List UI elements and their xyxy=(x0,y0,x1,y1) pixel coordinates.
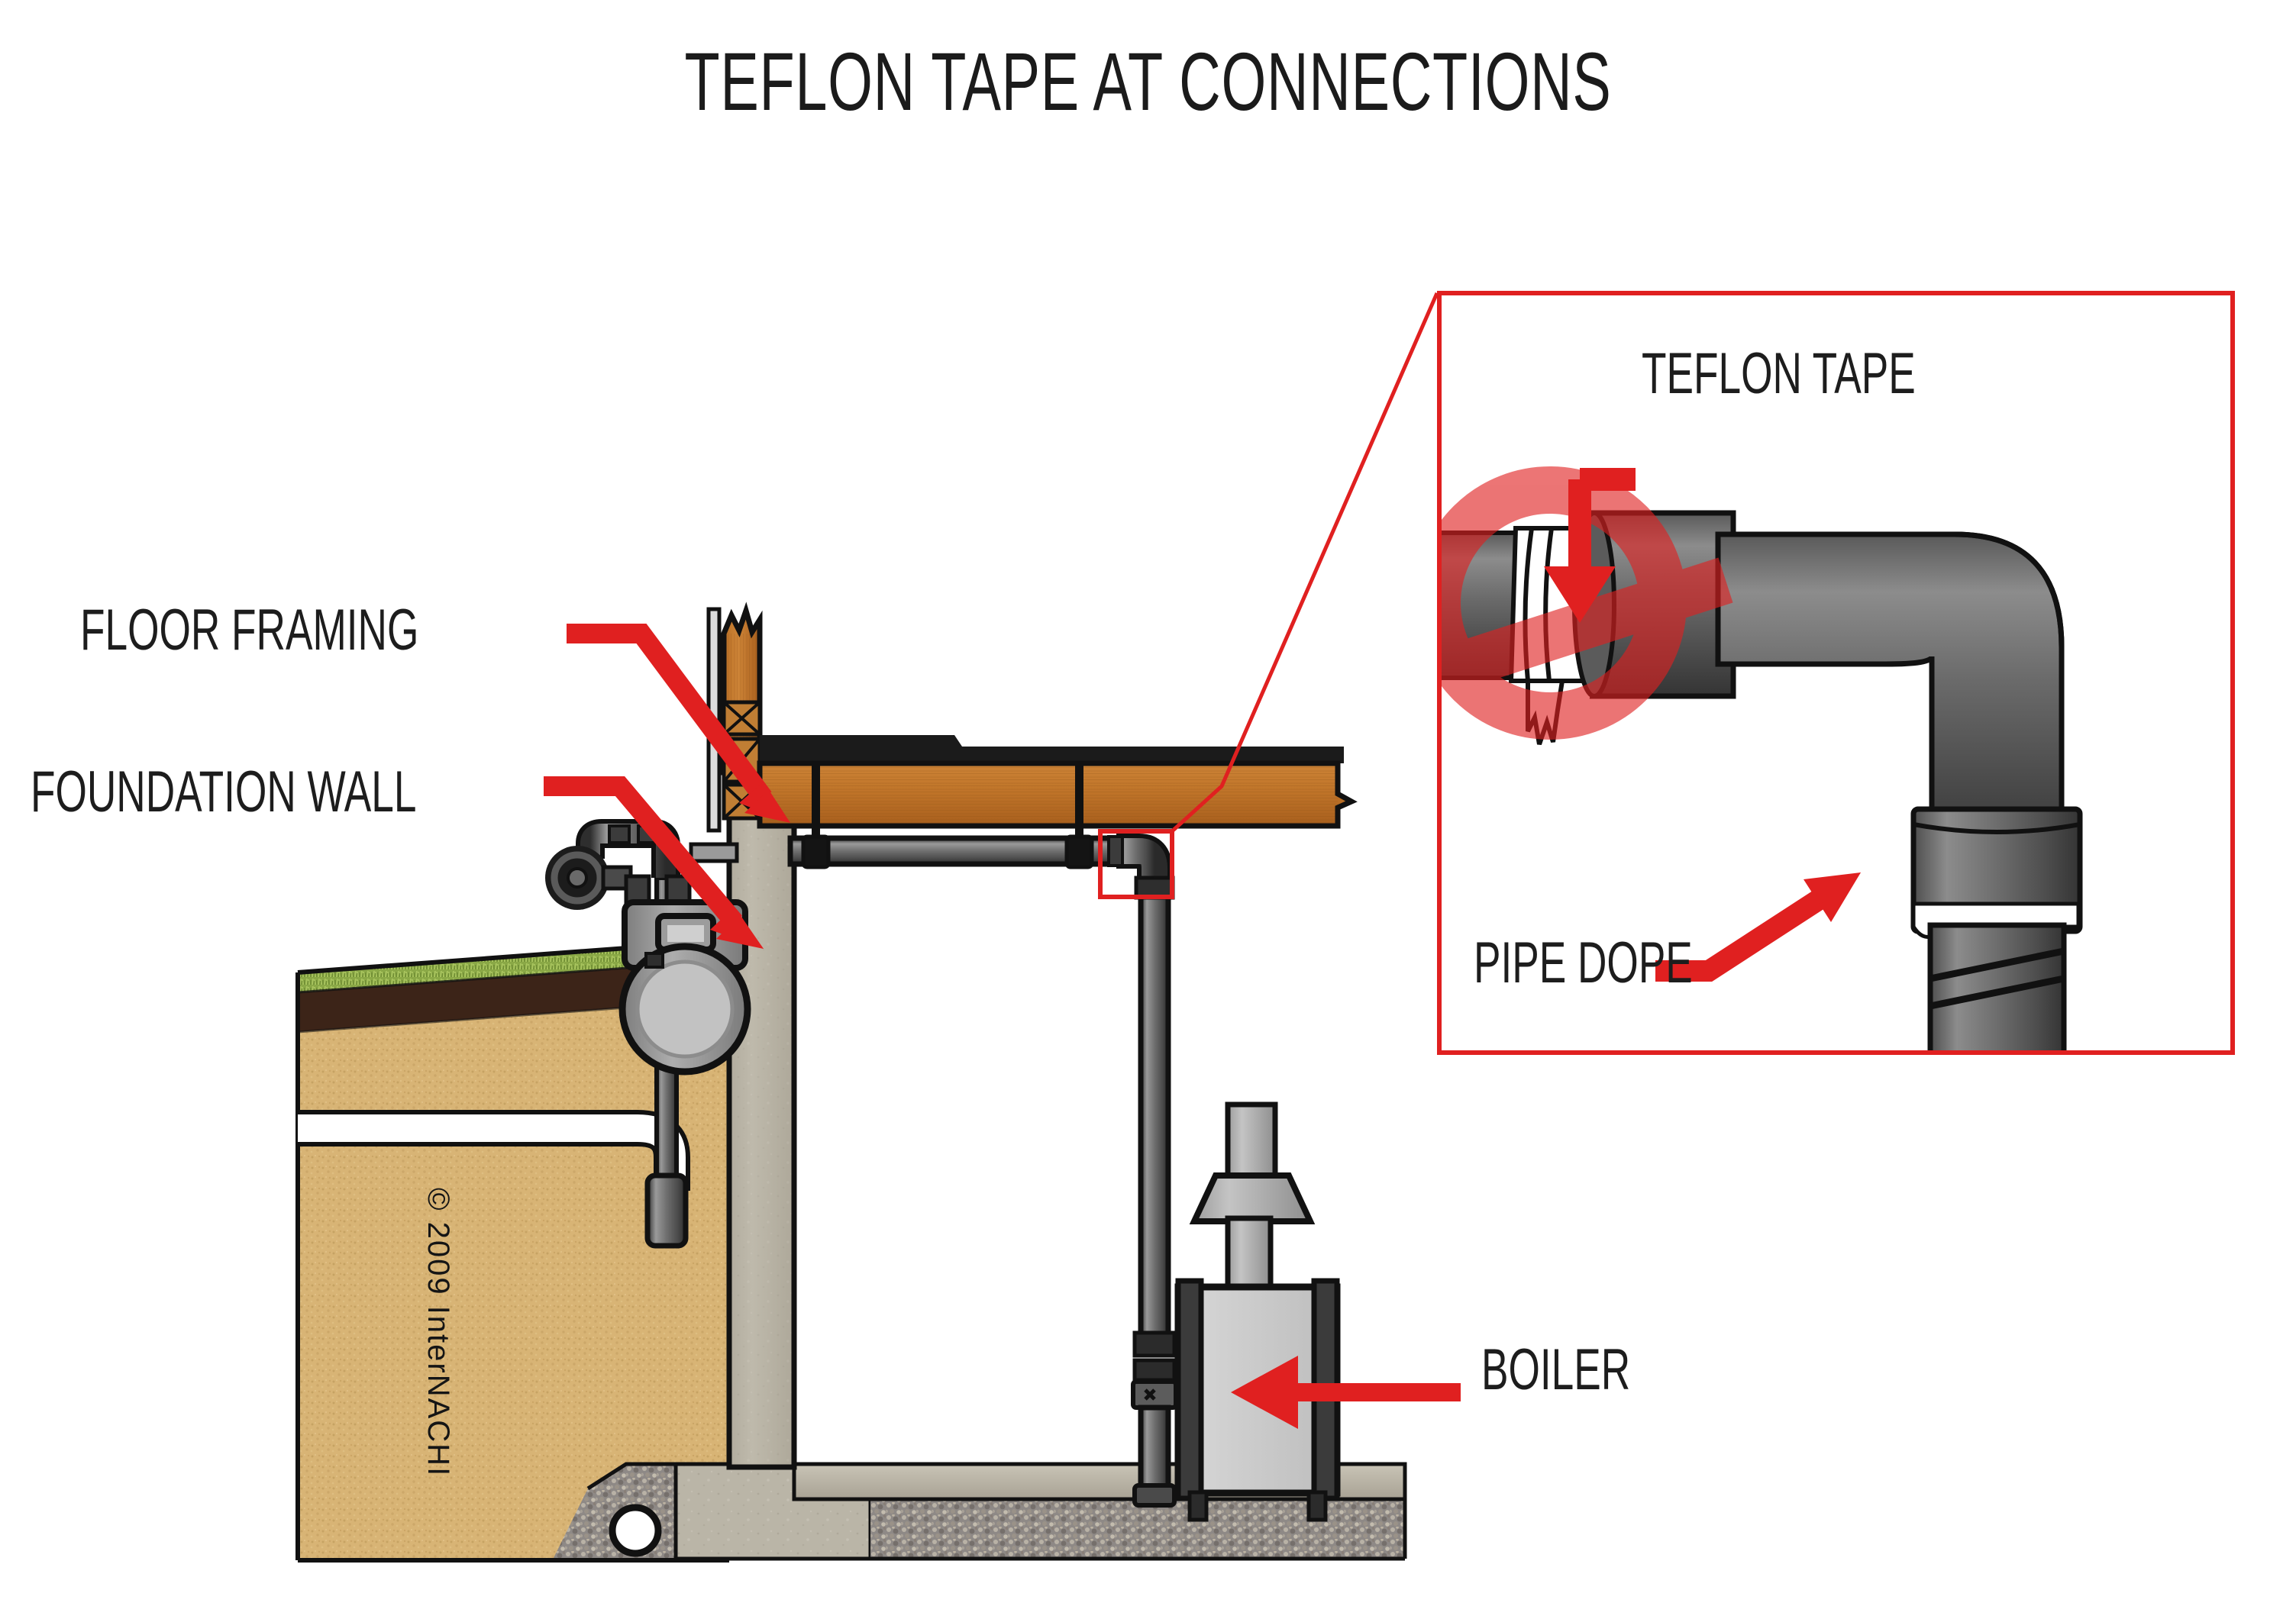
topsoil-layer xyxy=(298,960,729,1032)
inset-elbow-fitting xyxy=(1715,531,2065,858)
label-teflon-tape: TEFLON TAPE xyxy=(1642,341,1916,406)
detail-box[interactable] xyxy=(1098,829,1174,899)
inset-panel-border xyxy=(1437,291,2235,1055)
grass-layer xyxy=(298,940,729,992)
prohibition-symbol xyxy=(1439,466,1733,740)
floor-framing-arrow xyxy=(567,624,790,823)
elbow-fitting xyxy=(1107,834,1172,885)
label-pipe-dope: PIPE DOPE xyxy=(1474,930,1693,995)
pipe-hanger-1 xyxy=(801,763,831,869)
teflon-tape-arrow xyxy=(1544,468,1636,623)
boiler-arrow xyxy=(1231,1356,1461,1429)
gas-supply-piping xyxy=(689,763,1270,1508)
foundation-wall xyxy=(726,769,797,1470)
copyright-notice: © 2009 InterNACHI xyxy=(421,1188,455,1478)
label-foundation-wall: FOUNDATION WALL xyxy=(31,760,417,824)
foundation-wall-arrow xyxy=(544,776,764,949)
detail-leader-line xyxy=(1171,292,1439,833)
label-floor-framing: FLOOR FRAMING xyxy=(80,598,419,663)
inset-vertical-pipe-lower xyxy=(1927,922,2067,1053)
subfloor xyxy=(760,735,1344,763)
sediment-trap xyxy=(1138,1405,1171,1499)
prohibition-slash xyxy=(1443,557,1733,692)
drain-tile xyxy=(609,1504,662,1557)
gas-meter xyxy=(618,874,751,1076)
label-boiler: BOILER xyxy=(1481,1337,1631,1402)
pipe-dope-arrow xyxy=(1655,872,1861,982)
pipe-hanger-2 xyxy=(1064,763,1094,869)
riser-fitting xyxy=(644,1172,689,1249)
page-title: TEFLON TAPE AT CONNECTIONS xyxy=(684,35,1612,127)
